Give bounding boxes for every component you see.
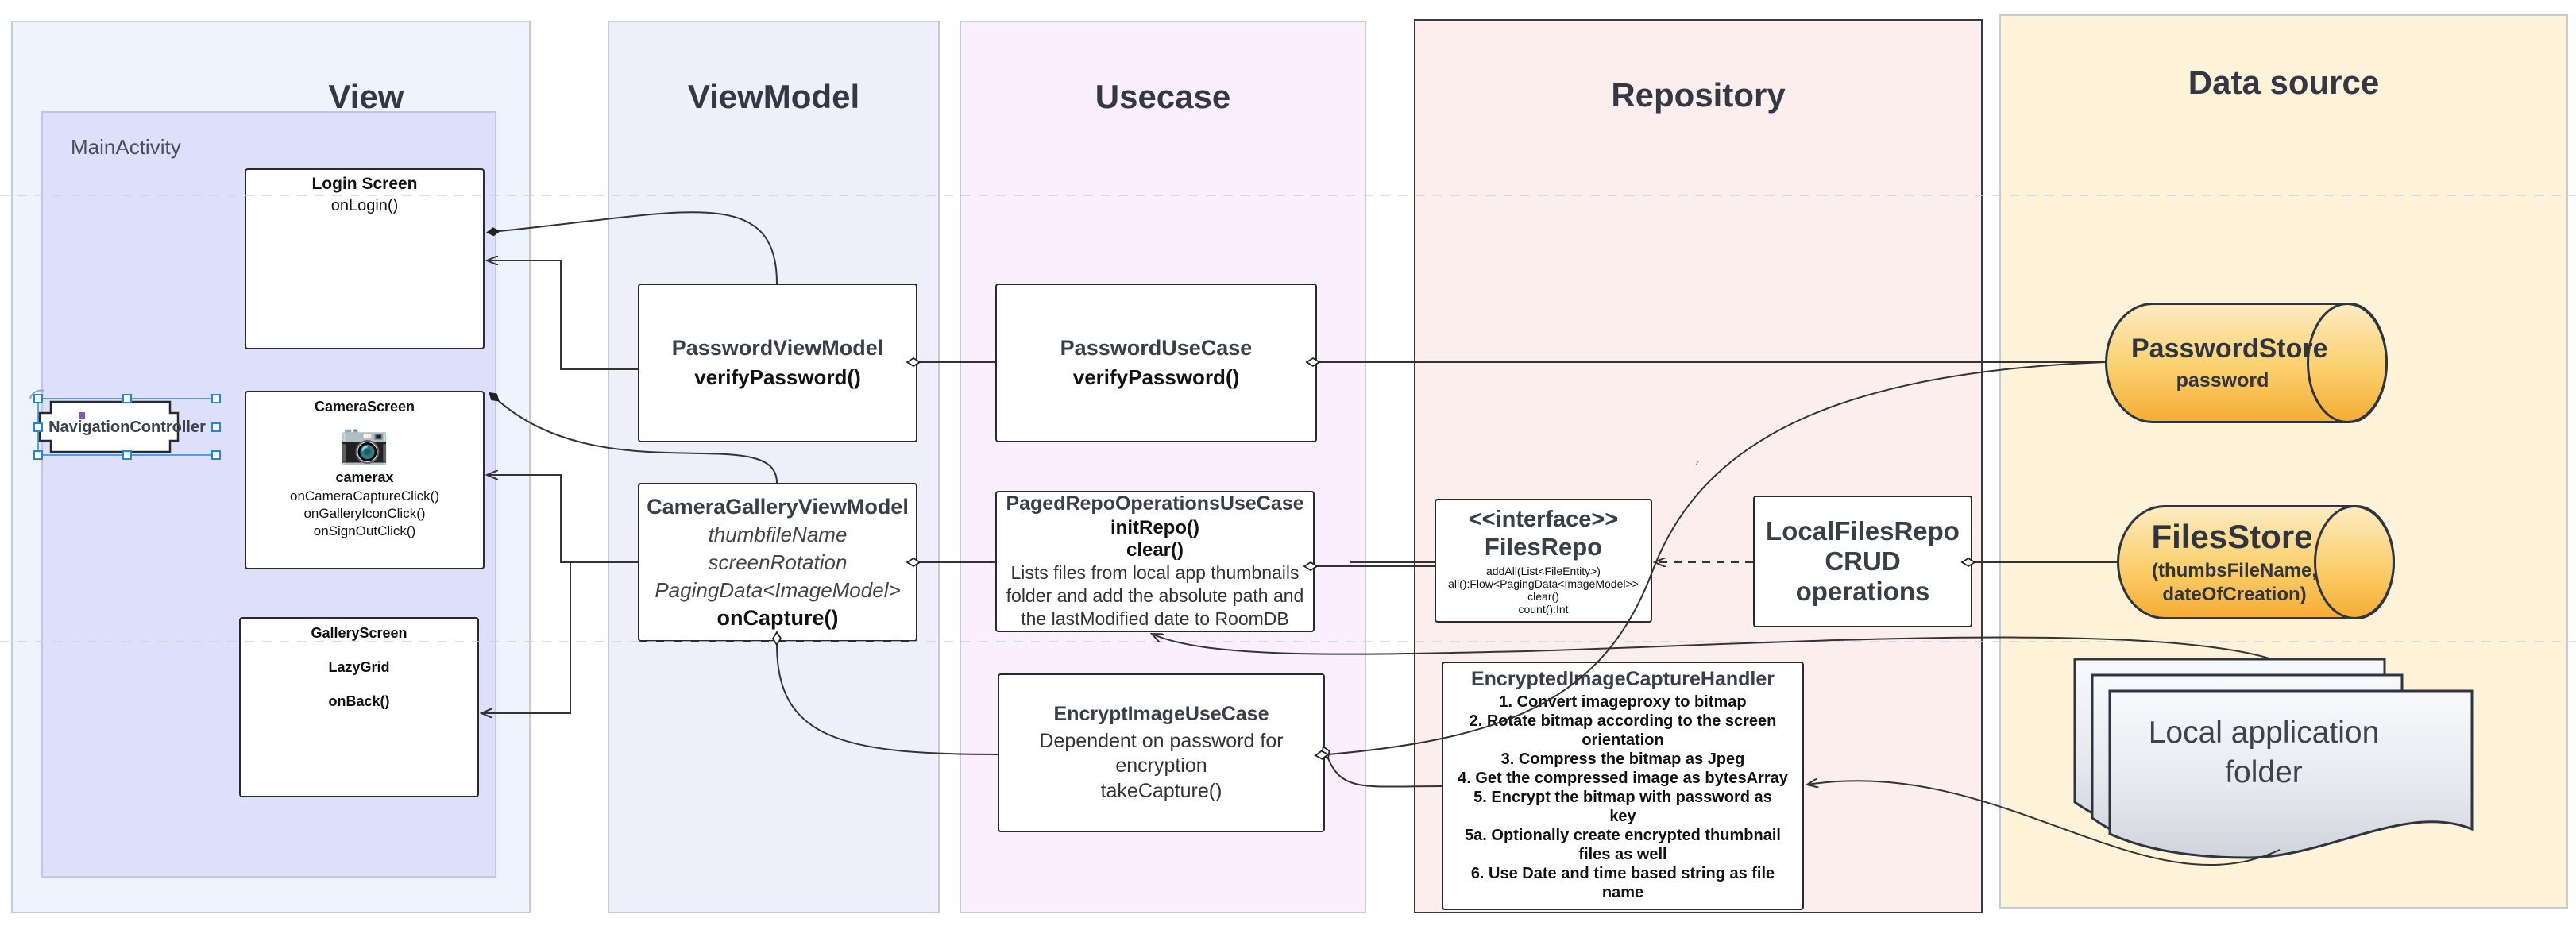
capture-handler-step-3: 3. Compress the bitmap as Jpeg [1500,750,1745,768]
capture-handler-title: EncryptedImageCaptureHandler [1470,668,1775,690]
repository-lane-title: Repository [1611,76,1786,114]
selection-handle-small[interactable] [78,411,86,419]
gallery-screen[interactable]: GalleryScreen LazyGrid onBack() [239,617,479,797]
camera-gallery-field-thumb: thumbfileName [708,522,848,546]
capture-handler-step-4: 4. Get the compressed image as bytesArra… [1458,770,1788,787]
selection-handle-ml[interactable] [33,422,43,432]
password-store-title: PasswordStore [2131,334,2328,364]
viewmodel-lane-title: ViewModel [687,78,860,115]
gallery-screen-title: GalleryScreen [311,625,407,641]
camera-gallery-viewmodel[interactable]: CameraGalleryViewModel thumbfileName scr… [638,483,917,642]
selection-handle-tr[interactable] [211,394,221,403]
files-repo-method-addall: addAll(List<FileEntity>) [1486,564,1601,577]
paged-repo-usecase-title: PagedRepoOperationsUseCase [1006,492,1304,515]
password-store-cap [2307,303,2388,423]
selection-handle-tl[interactable] [33,394,43,403]
local-files-repo-line2: CRUD [1825,546,1901,576]
encrypt-image-description: Dependent on password for encryption [1039,730,1284,777]
password-usecase-method: verifyPassword() [1072,365,1240,389]
password-usecase-title: PasswordUseCase [1060,336,1253,360]
password-store[interactable]: PasswordStore password [2105,303,2388,423]
login-screen-method: onLogin() [330,197,399,214]
files-store-fields: (thumbsFileName, dateOfCreation) [2151,560,2318,605]
selection-handle-tc[interactable] [122,394,132,403]
camera-gallery-viewmodel-method: onCapture() [716,605,839,630]
camera-screen-title: CameraScreen [314,399,415,415]
main-activity-label: MainActivity [71,135,181,159]
selection-handle-mr[interactable] [211,422,221,432]
camera-icon: 📷 [339,421,390,465]
selection-handle-bl[interactable] [33,450,43,460]
password-viewmodel-title: PasswordViewModel [671,336,884,360]
camera-method-gallery: onGalleryIconClick() [303,506,426,521]
camera-method-signout: onSignOutClick() [313,523,416,538]
password-store-field: password [2176,369,2269,392]
files-repo-stereotype: <<interface>> [1468,506,1619,532]
files-store[interactable]: FilesStore (thumbsFileName, dateOfCreati… [2117,505,2395,619]
usecase-lane-title: Usecase [1095,78,1231,115]
password-viewmodel-method: verifyPassword() [694,365,861,389]
login-screen-title: Login Screen [311,175,418,193]
gallery-screen-method: onBack() [328,693,390,709]
files-repo-method-count: count():Int [1518,602,1569,615]
selection-handle-bc[interactable] [122,450,132,460]
files-repo-method-clear: clear() [1527,589,1559,603]
encrypt-image-usecase-title: EncryptImageUseCase [1053,703,1269,725]
paged-repo-description: Lists files from local app thumbnails fo… [1006,562,1304,629]
paged-repo-method-init: initRepo() [1110,517,1199,538]
camera-gallery-field-paging: PagingData<ImageModel> [655,577,901,602]
camera-screen[interactable]: CameraScreen 📷 camerax onCameraCaptureCl… [245,391,485,569]
files-repo-title: FilesRepo [1484,532,1603,561]
encrypt-image-usecase[interactable]: EncryptImageUseCase Dependent on passwor… [998,673,1325,832]
navigation-controller[interactable]: NavigationController [48,419,206,436]
camera-gallery-field-rotation: screenRotation [708,550,848,574]
files-store-title: FilesStore [2151,518,2313,555]
password-viewmodel[interactable]: PasswordViewModel verifyPassword() [638,284,917,442]
files-store-cap [2314,505,2395,619]
local-folder-label[interactable]: Local application folder [2148,716,2380,789]
files-repo-method-all: all():Flow<PagingData<ImageModel>> [1448,577,1639,590]
capture-handler-step-5a: 5a. Optionally create encrypted thumbnai… [1465,827,1781,863]
login-screen[interactable]: Login Screen onLogin() [245,168,485,349]
datasource-lane-title: Data source [2188,64,2380,101]
files-repo-interface[interactable]: <<interface>> FilesRepo addAll(List<File… [1435,499,1652,623]
password-usecase[interactable]: PasswordUseCase verifyPassword() [995,284,1317,442]
capture-handler-step-6: 6. Use Date and time based string as fil… [1470,865,1775,901]
camera-gallery-viewmodel-title: CameraGalleryViewModel [647,494,909,519]
encrypted-image-capture-handler[interactable]: EncryptedImageCaptureHandler 1. Convert … [1442,662,1804,910]
capture-handler-step-1: 1. Convert imageproxy to bitmap [1499,693,1747,711]
paged-repo-usecase[interactable]: PagedRepoOperationsUseCase initRepo() cl… [995,491,1315,632]
capture-handler-step-5: 5. Encrypt the bitmap with password as k… [1473,789,1772,825]
view-lane-title: View [328,78,404,115]
capture-handler-step-2: 2. Rotate bitmap according to the screen… [1469,712,1777,749]
encrypt-image-method: takeCapture() [1100,780,1222,802]
local-files-repo[interactable]: LocalFilesRepo CRUD operations [1753,496,1972,627]
selection-handle-br[interactable] [211,450,221,460]
camera-method-capture: onCameraCaptureClick() [289,488,439,504]
paged-repo-method-clear: clear() [1126,539,1184,561]
gallery-screen-grid: LazyGrid [328,659,390,675]
local-files-repo-title: LocalFilesRepo [1766,516,1960,546]
local-files-repo-line3: operations [1795,577,1930,606]
camerax-label: camerax [335,469,394,485]
viewmodel-lane: ViewModel [608,21,940,913]
